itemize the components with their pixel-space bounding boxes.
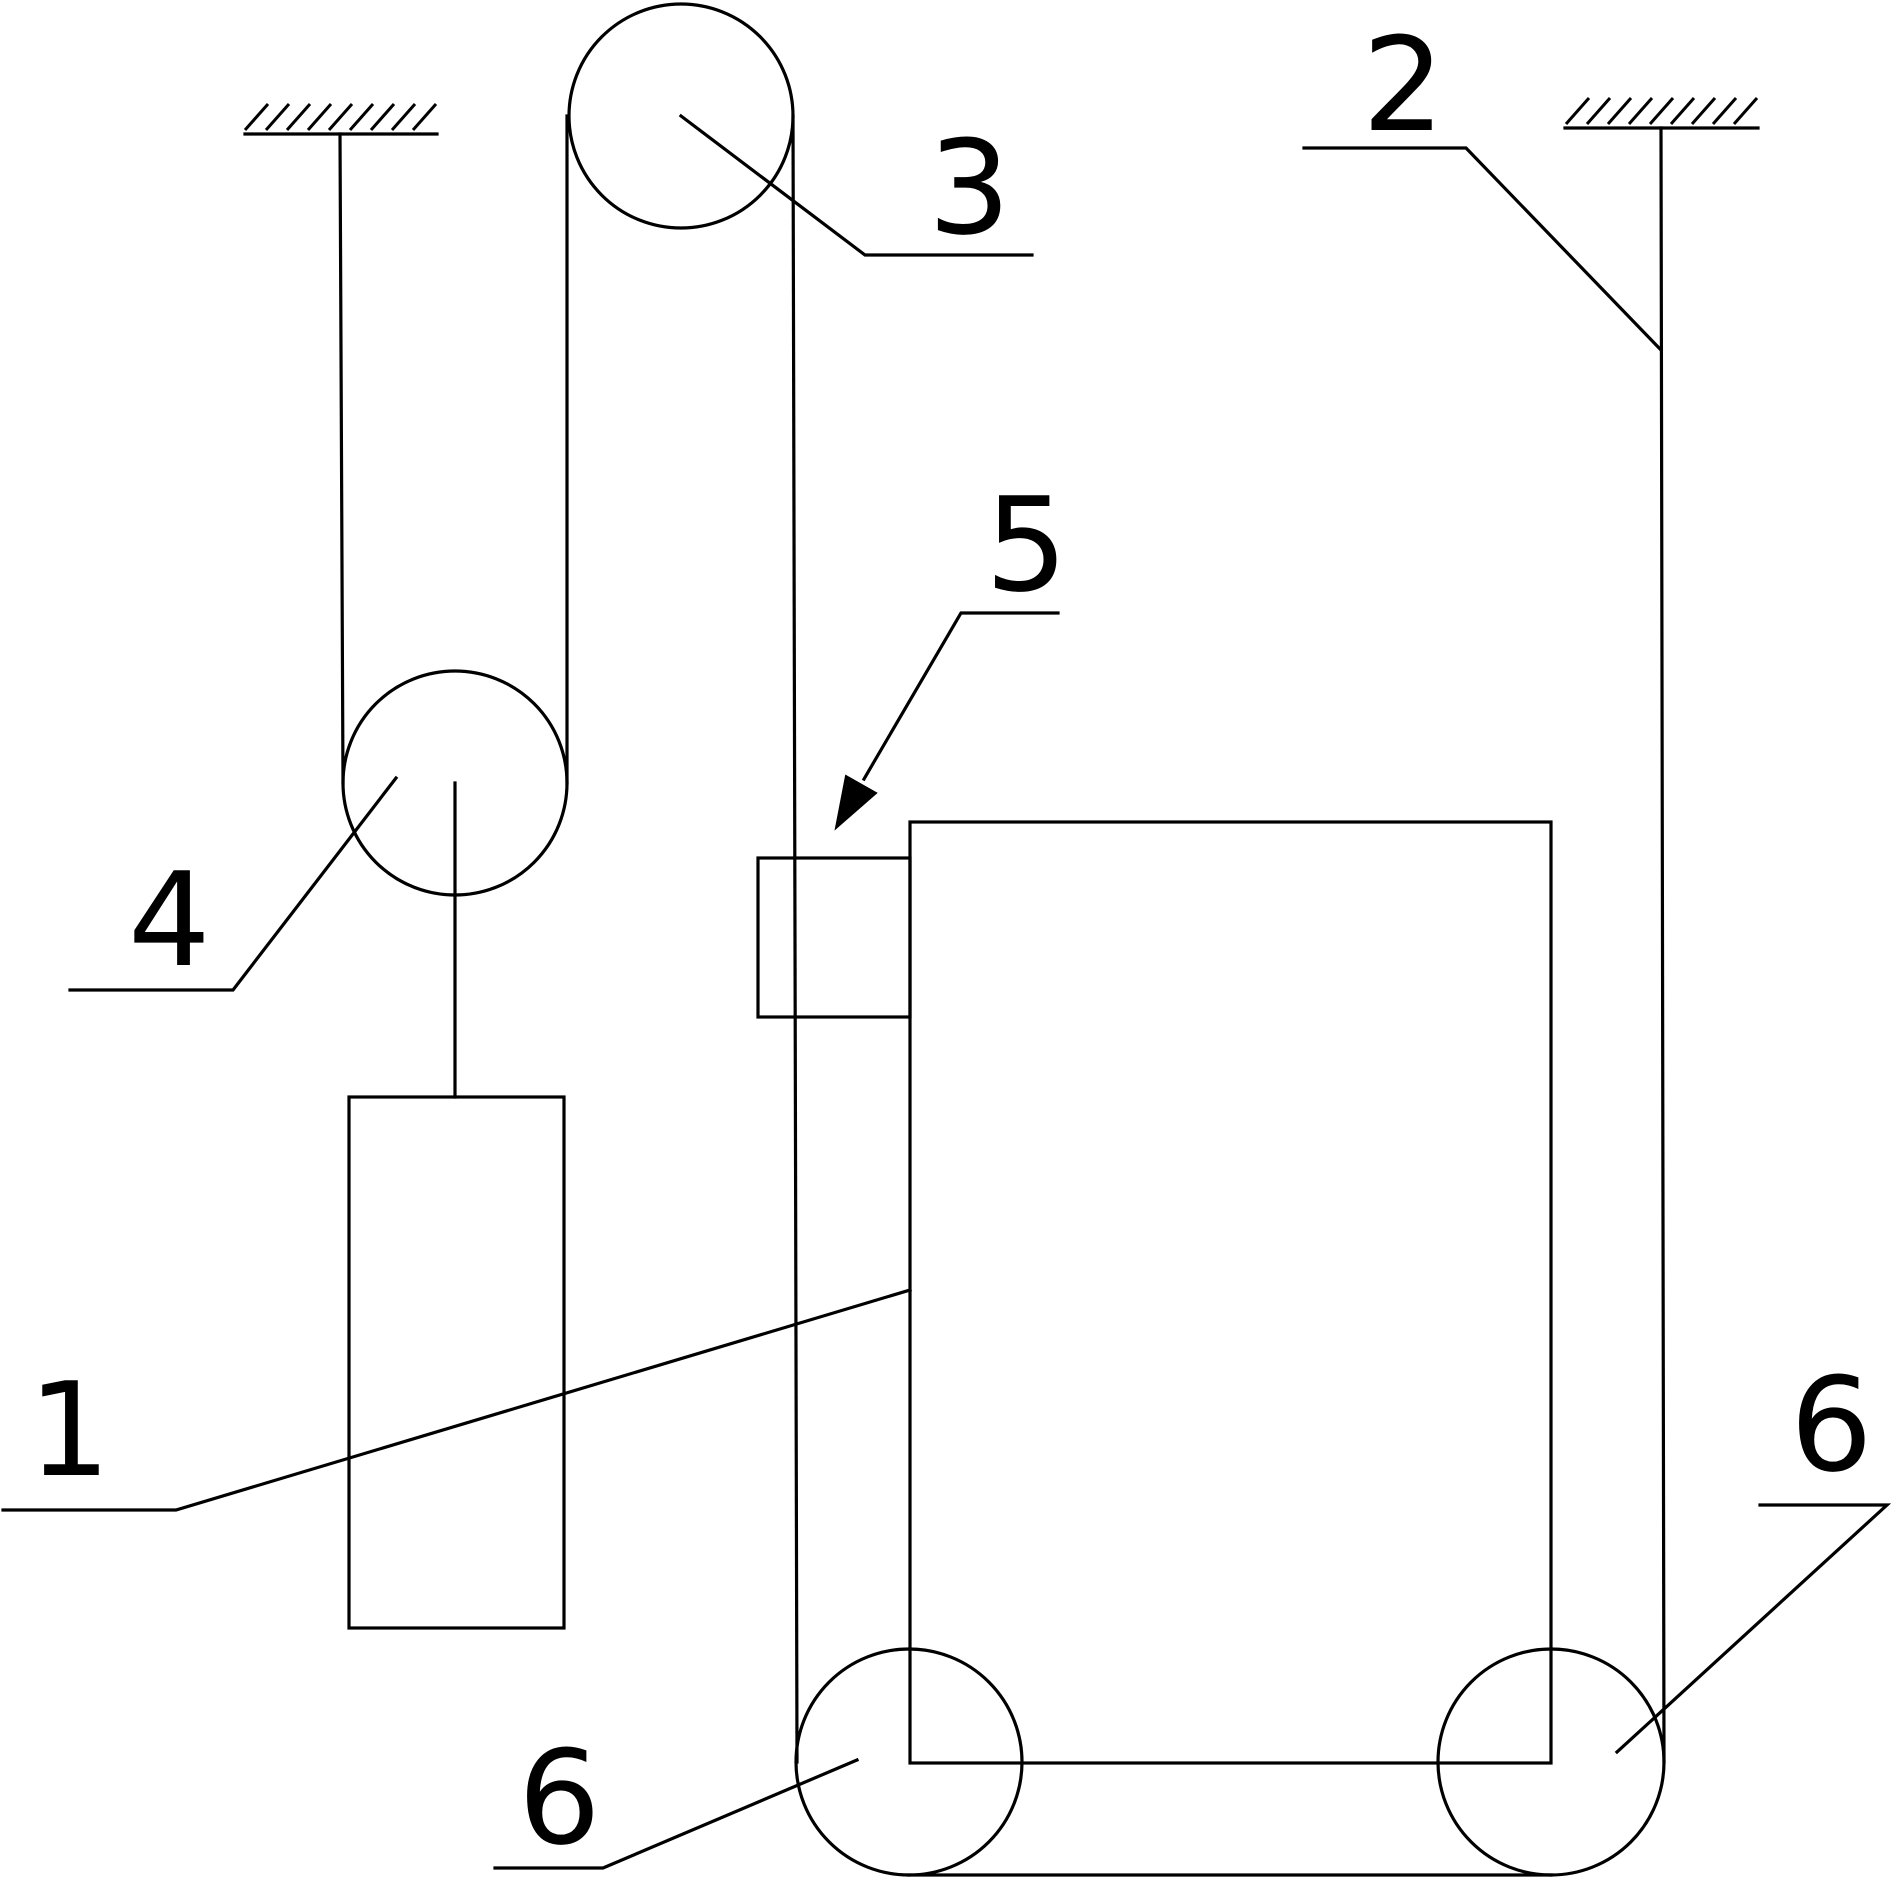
- part-5-arrowhead: [834, 774, 878, 831]
- label-counterweight-sheave: 4: [128, 844, 211, 996]
- part-5-device: [756, 856, 912, 1019]
- label-top-sheave: 3: [928, 112, 1011, 264]
- leader-lines: [1, 113, 1891, 1870]
- suspension-rope: [338, 114, 1666, 1877]
- label-bottom-sheave-right: 6: [1790, 1349, 1873, 1501]
- counterweight: [347, 1095, 566, 1630]
- elevator-car: [908, 820, 1553, 1765]
- label-car: 1: [28, 1354, 111, 1506]
- label-bottom-sheave-left: 6: [518, 1722, 601, 1874]
- right-fixed-anchor: [1563, 97, 1760, 130]
- left-fixed-anchor: [243, 103, 439, 136]
- label-rope: 2: [1362, 9, 1445, 161]
- label-part-5: 5: [985, 469, 1068, 621]
